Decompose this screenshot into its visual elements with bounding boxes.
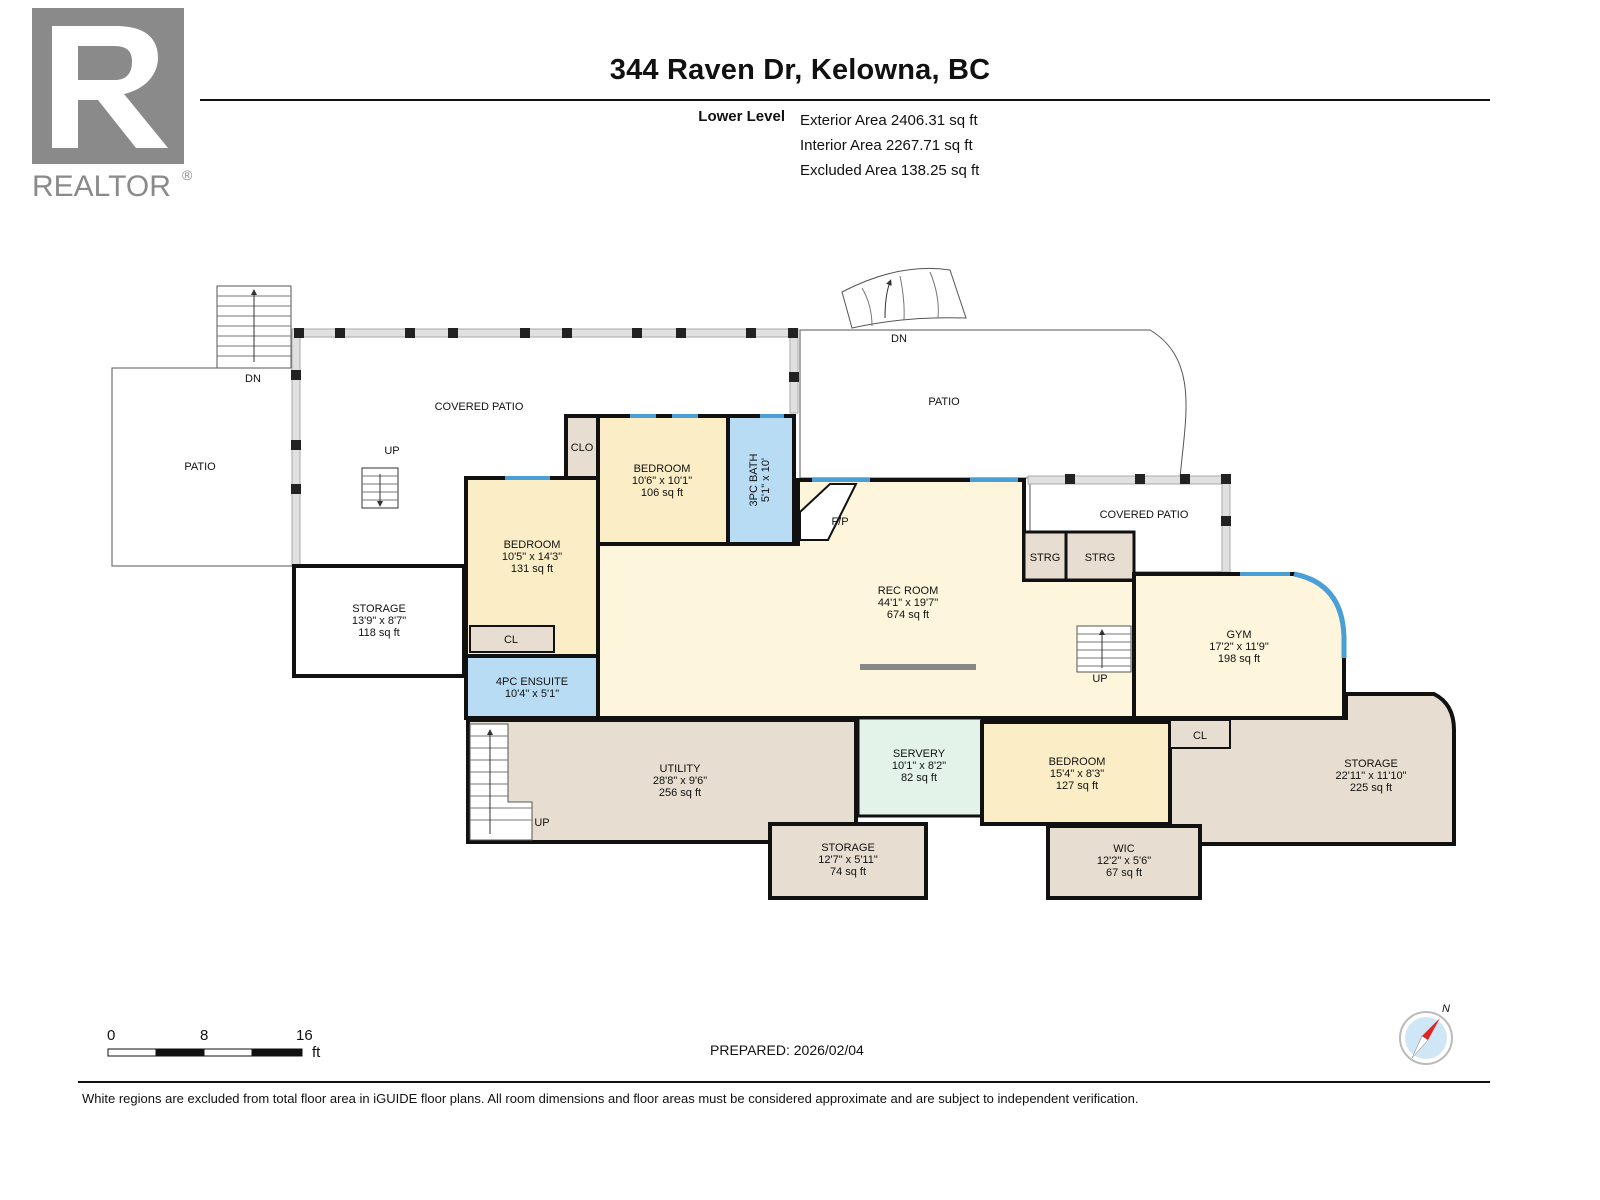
property-address: 344 Raven Dr, Kelowna, BC	[609, 54, 991, 86]
gym-name: GYM	[1226, 629, 1251, 641]
bedroom-3-name: BEDROOM	[1049, 756, 1106, 768]
prepared-date: PREPARED: 2026/02/04	[710, 1042, 864, 1058]
wic-dims: 12'2" x 5'6"	[1097, 855, 1151, 867]
compass-north-label: N	[1442, 1003, 1450, 1015]
covered-patio-border	[291, 328, 1231, 573]
ensuite-room	[464, 654, 600, 720]
excluded-area: Excluded Area 138.25 sq ft	[800, 162, 980, 179]
patio-left-area	[111, 367, 295, 567]
up-1-label: UP	[384, 445, 399, 457]
scale-eight: 8	[200, 1027, 209, 1044]
cl-1-label: CL	[504, 634, 518, 646]
clo-closet	[564, 414, 600, 480]
bedroom-1-name: BEDROOM	[504, 539, 561, 551]
up-2-label: UP	[1092, 673, 1107, 685]
fireplace-label: F/P	[831, 516, 848, 528]
realtor-logo: REALTOR ®	[32, 8, 193, 203]
storage-1-dims: 13'9" x 8'7"	[352, 615, 406, 627]
rec-room-dims: 44'1" x 19'7"	[878, 597, 938, 609]
utility-name: UTILITY	[660, 763, 702, 775]
bedroom-1-area: 131 sq ft	[511, 563, 553, 575]
logo-text: REALTOR	[32, 170, 171, 203]
storage-3-room	[768, 822, 928, 900]
wic-name: WIC	[1113, 843, 1134, 855]
scale-unit: ft	[312, 1044, 321, 1061]
bedroom-2-name: BEDROOM	[634, 463, 691, 475]
storage-2-room	[1168, 692, 1456, 846]
storage-1-area: 118 sq ft	[358, 627, 399, 639]
wic-area: 67 sq ft	[1106, 867, 1142, 879]
strg-2-closet	[1064, 530, 1136, 582]
servery-dims: 10'1" x 8'2"	[892, 760, 946, 772]
scale-sixteen: 16	[296, 1027, 313, 1044]
bath-3pc-name: 3PC BATH	[748, 453, 760, 506]
strg-1-label: STRG	[1030, 552, 1061, 564]
closet-1	[469, 625, 555, 653]
rec-room-name: REC ROOM	[878, 585, 939, 597]
bedroom-3-dims: 15'4" x 8'3"	[1050, 768, 1104, 780]
patio-left-label: PATIO	[184, 461, 216, 473]
exterior-area: Exterior Area 2406.31 sq ft	[800, 112, 978, 129]
ensuite-dims: 10'4" x 5'1"	[505, 688, 559, 700]
bedroom-3-area: 127 sq ft	[1056, 780, 1098, 792]
storage-3-name: STORAGE	[821, 842, 875, 854]
title-divider	[200, 99, 1490, 101]
scale-bar	[107, 1048, 303, 1057]
dn-1-label: DN	[245, 373, 261, 385]
stairs-rec-room	[1076, 625, 1132, 673]
stairs-utility	[469, 723, 533, 841]
rec-room-area: 674 sq ft	[887, 609, 929, 621]
cl-2-label: CL	[1193, 730, 1207, 742]
gym-dims: 17'2" x 11'9"	[1209, 641, 1269, 653]
wic-room	[1046, 824, 1202, 900]
stairs-top-left	[216, 285, 292, 369]
covered-patio-2-label: COVERED PATIO	[1100, 509, 1189, 521]
utility-area: 256 sq ft	[659, 787, 701, 799]
ensuite-name: 4PC ENSUITE	[496, 676, 568, 688]
up-3-label: UP	[534, 817, 549, 829]
stairs-covered-patio	[361, 467, 399, 509]
area-summary: Exterior Area 2406.31 sq ft Interior Are…	[800, 108, 979, 183]
storage-2-dims: 22'11" x 11'10"	[1336, 770, 1407, 782]
utility-dims: 28'8" x 9'6"	[653, 775, 707, 787]
strg-2-label: STRG	[1085, 552, 1116, 564]
bath-3pc-dims: 5'1" x 10'	[760, 458, 772, 502]
storage-2-area: 225 sq ft	[1350, 782, 1392, 794]
storage-1-name: STORAGE	[352, 603, 406, 615]
storage-3-area: 74 sq ft	[830, 866, 866, 878]
logo-registered-mark: ®	[182, 167, 193, 183]
bedroom-2-dims: 10'6" x 10'1"	[632, 475, 692, 487]
gym-area: 198 sq ft	[1218, 653, 1260, 665]
servery-room	[856, 716, 984, 818]
interior-area: Interior Area 2267.71 sq ft	[800, 137, 973, 154]
bedroom-2-area: 106 sq ft	[641, 487, 683, 499]
patio-right-area	[799, 329, 1187, 479]
curved-stairs	[841, 267, 967, 329]
level-label: Lower Level	[698, 108, 785, 125]
storage-3-dims: 12'7" x 5'11"	[818, 854, 878, 866]
rec-room-counter	[860, 664, 976, 670]
servery-area: 82 sq ft	[901, 772, 937, 784]
clo-label: CLO	[571, 442, 594, 454]
dn-2-label: DN	[891, 333, 907, 345]
scale-zero: 0	[107, 1027, 116, 1044]
footer-disclaimer: White regions are excluded from total fl…	[82, 1091, 1139, 1106]
covered-patio-1-label: COVERED PATIO	[435, 401, 524, 413]
compass-icon: N	[1399, 1003, 1453, 1065]
servery-name: SERVERY	[893, 748, 946, 760]
bedroom-3-room	[980, 720, 1172, 826]
footer-divider	[78, 1081, 1490, 1083]
closet-2	[1169, 719, 1231, 749]
fireplace	[799, 483, 858, 541]
patio-right-label: PATIO	[928, 396, 960, 408]
storage-2-name: STORAGE	[1344, 758, 1398, 770]
bedroom-1-dims: 10'5" x 14'3"	[502, 551, 562, 563]
windows	[505, 414, 1290, 576]
